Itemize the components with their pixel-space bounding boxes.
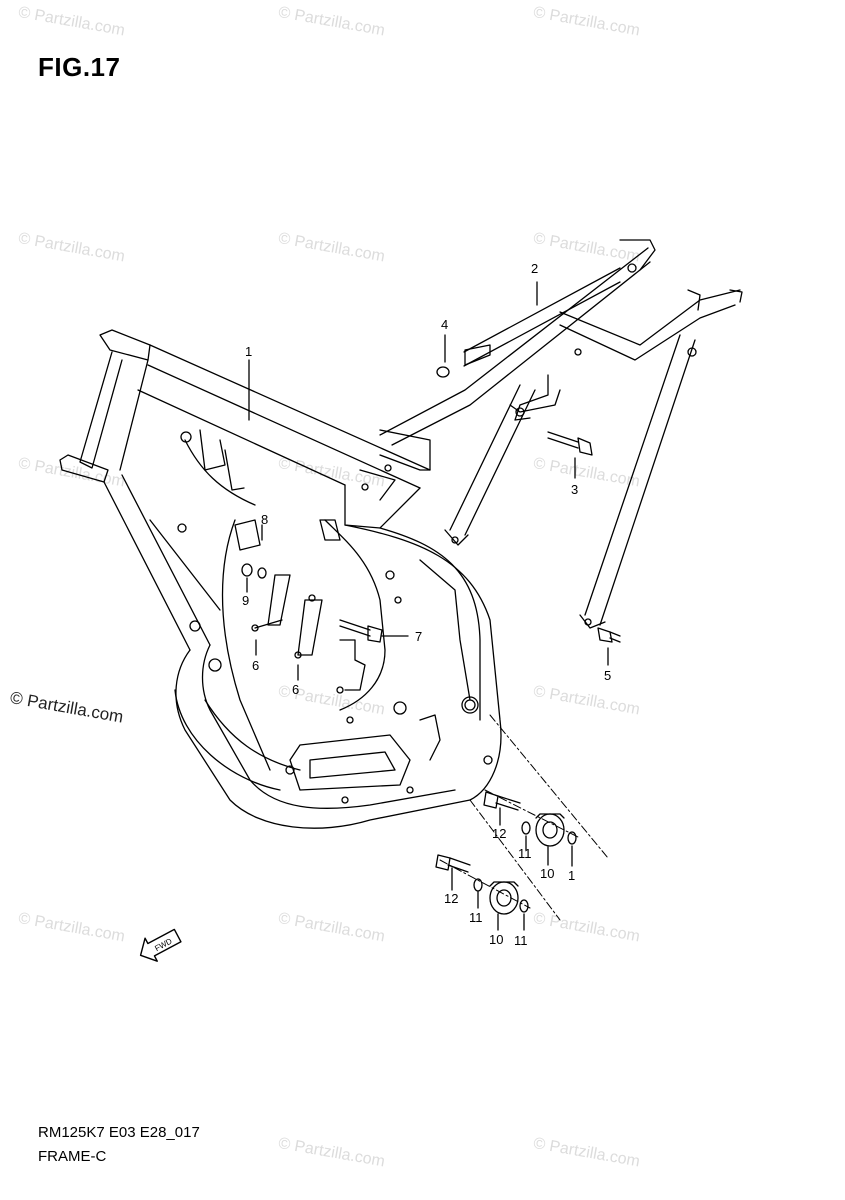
- figure-code: RM125K7 E03 E28_017: [38, 1124, 200, 1141]
- callout-4: 4: [441, 317, 449, 332]
- callout-10: 10: [540, 866, 555, 881]
- figure-title: FIG.17: [38, 52, 121, 82]
- callout-11: 11: [469, 910, 483, 925]
- washer-11b: [473, 878, 483, 909]
- callout-11: 11: [518, 846, 532, 861]
- callout-9: 9: [242, 593, 250, 608]
- callout-2: 2: [531, 261, 539, 276]
- washer-11a: [521, 821, 531, 851]
- assembly-lines: [439, 714, 609, 921]
- callout-6: 6: [292, 682, 300, 697]
- main-frame: [59, 329, 502, 829]
- rear-subframe: [379, 239, 743, 629]
- washer-9: [241, 563, 267, 593]
- callout-6: 6: [252, 658, 260, 673]
- bolt-7: [319, 519, 409, 643]
- engine-bracket-8: [234, 519, 263, 551]
- callout-3: 3: [571, 482, 579, 497]
- callout-1: 1: [245, 344, 253, 359]
- bolt-12a: [483, 791, 521, 826]
- nut-4: [436, 334, 450, 378]
- bolt-5: [597, 627, 621, 666]
- figure-name: FRAME-C: [38, 1148, 107, 1165]
- callout-10: 10: [489, 932, 504, 947]
- washer-11c: [519, 899, 529, 931]
- washer-1b: [567, 831, 577, 867]
- callout-12: 12: [492, 826, 507, 841]
- callout-11: 11: [514, 933, 528, 948]
- engine-bracket-6: [251, 574, 323, 681]
- callout-7: 7: [415, 629, 423, 644]
- callout-8: 8: [261, 512, 269, 527]
- callout-1: 1: [568, 868, 576, 883]
- callout-5: 5: [604, 668, 612, 683]
- pivot-collar-10b: [489, 881, 519, 931]
- bolt-3: [547, 431, 593, 479]
- fwd-arrow-icon: FWD: [139, 928, 182, 962]
- callout-12: 12: [444, 891, 459, 906]
- pivot-collar-10a: [535, 813, 565, 866]
